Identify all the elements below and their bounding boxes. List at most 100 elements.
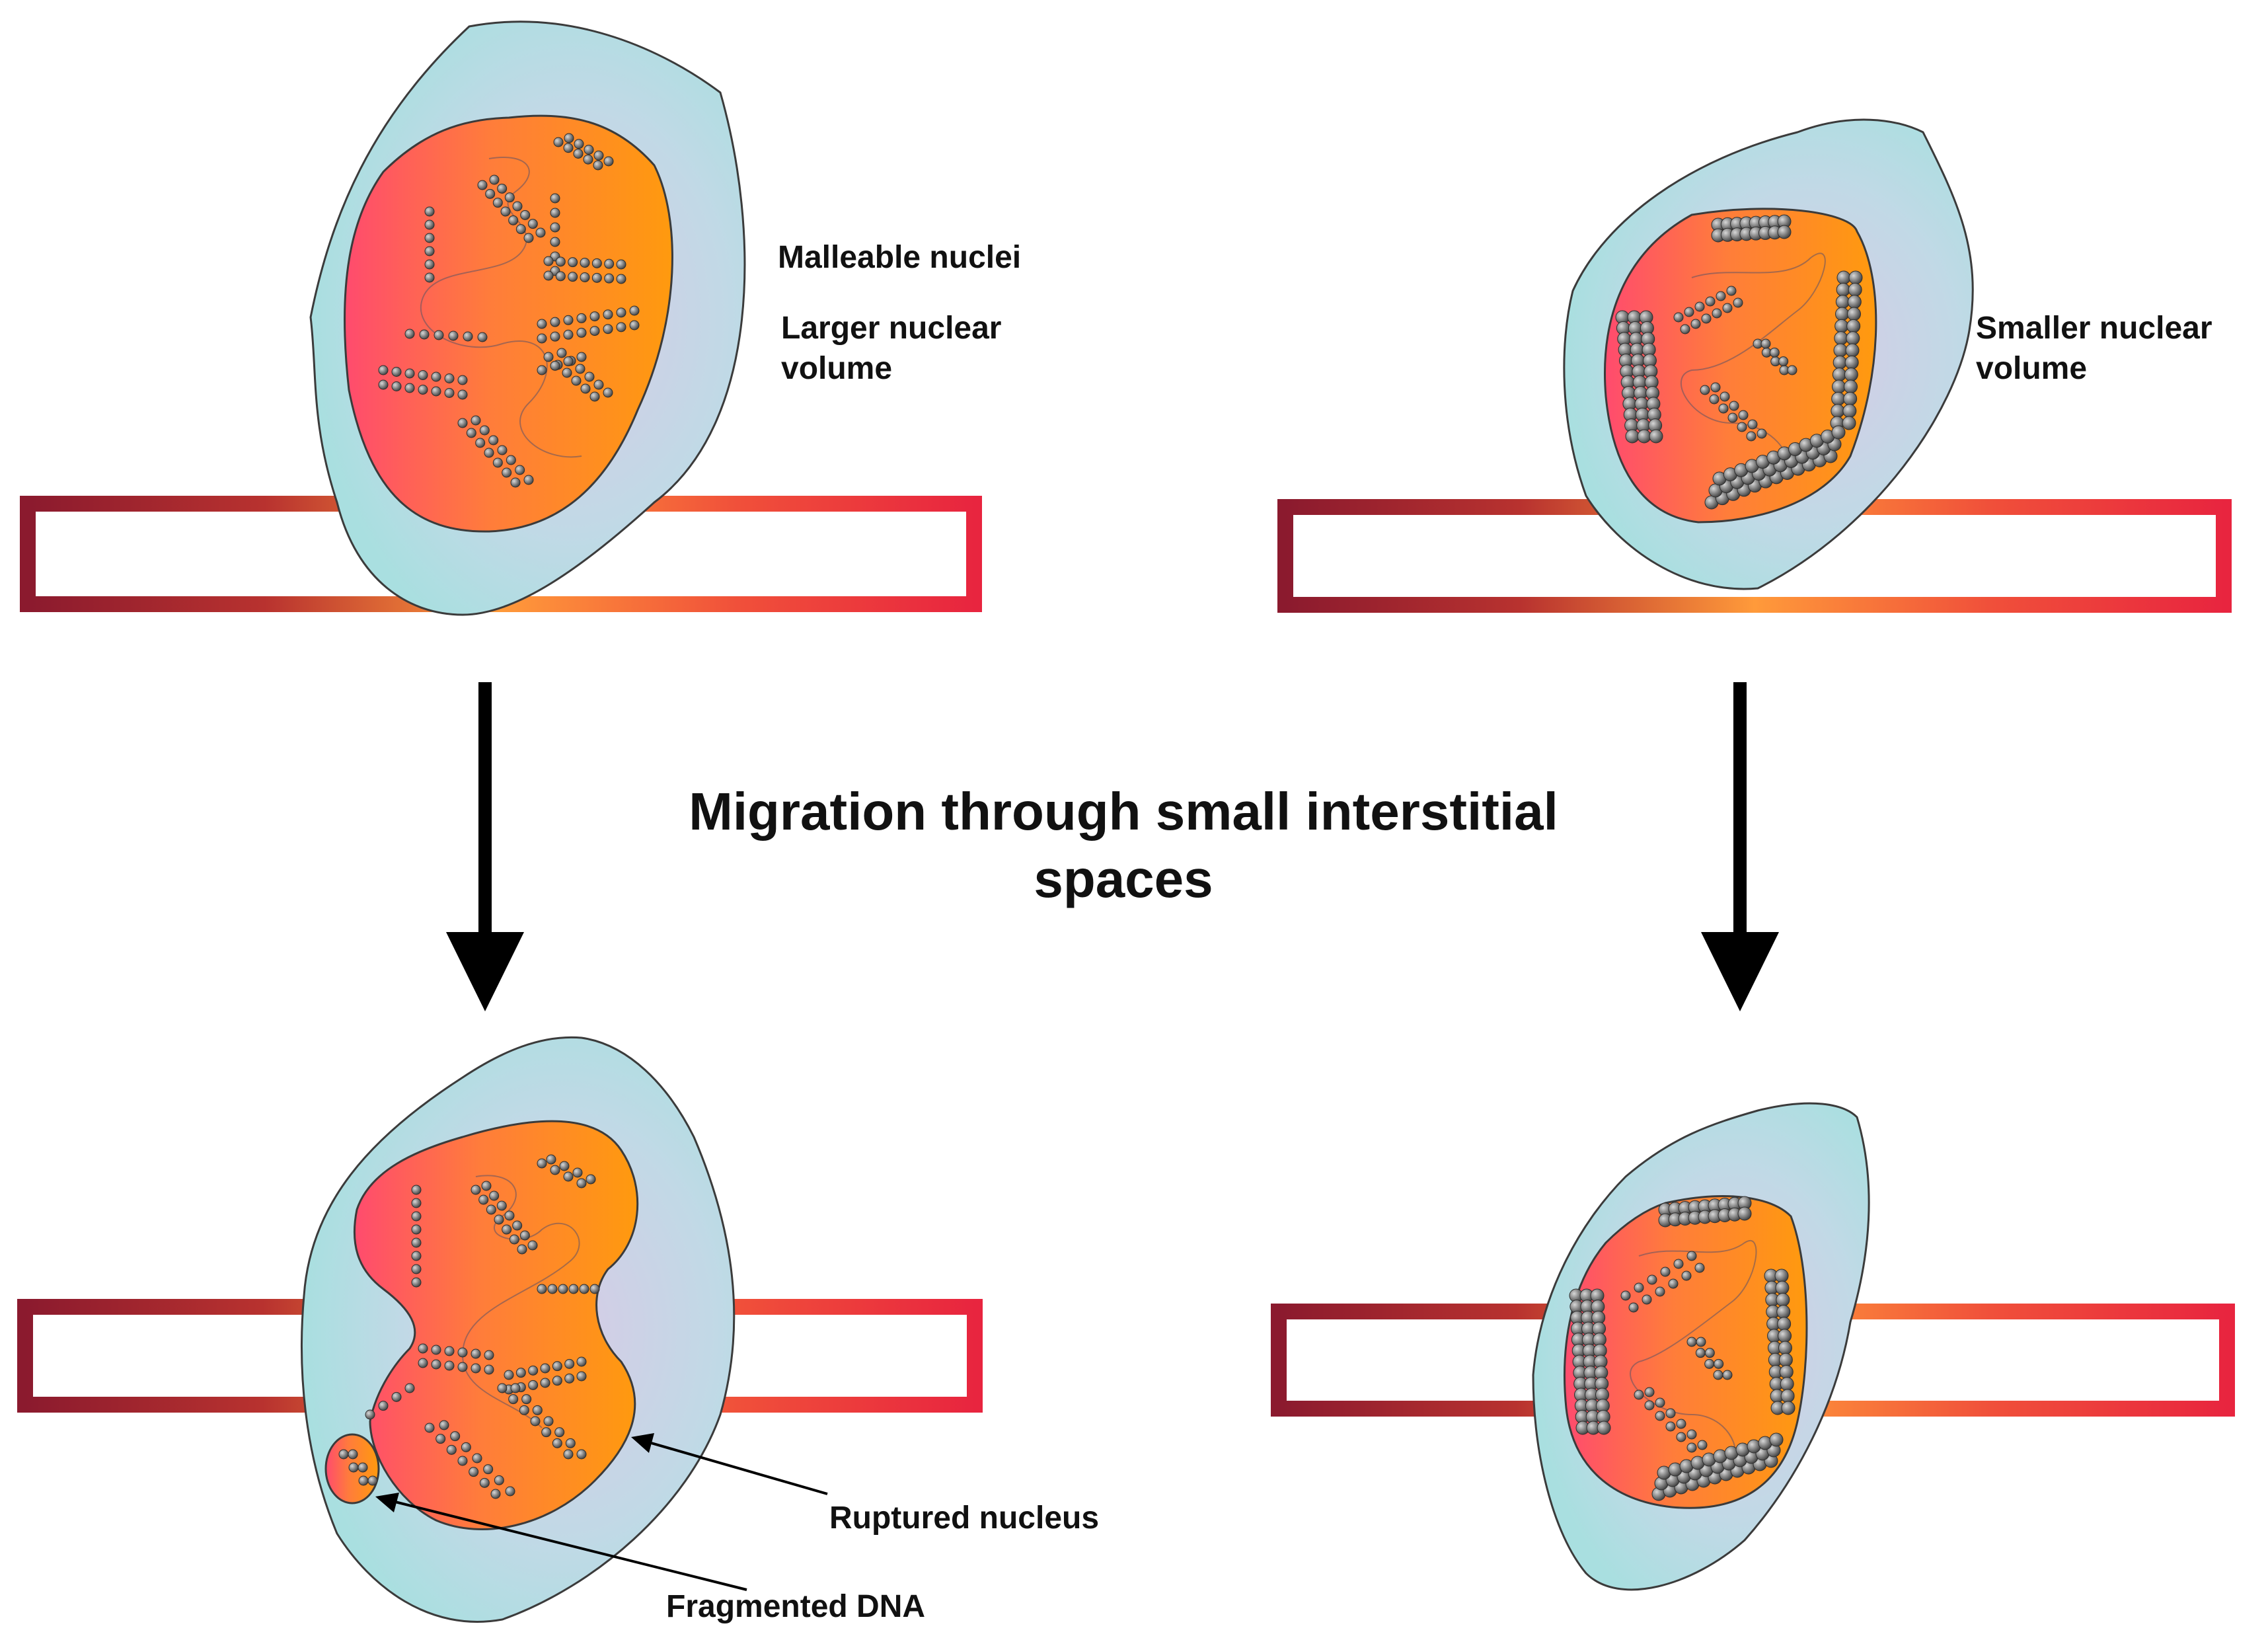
nucleus [344,114,673,533]
chromatin-bead [629,320,640,331]
chromatin-bead [1729,401,1739,411]
chromatin-bead [1832,379,1846,394]
chromatin-bead [391,367,402,377]
chromatin-bead [1722,303,1733,313]
chromatin-bead [1776,1305,1791,1319]
chromatin-bead [603,324,613,334]
chromatin-bead [484,1350,494,1360]
chromatin-bead [1778,1352,1793,1367]
chromatin-bead [1776,1292,1790,1307]
chromatin-bead [358,1475,369,1486]
chromatin-bead [562,368,572,378]
chromatin-bead [593,150,604,161]
chromatin-bead [550,360,560,371]
chromatin-bead [367,1475,378,1486]
chromatin-bead [1775,1280,1790,1295]
chromatin-bead [515,465,525,475]
chromatin-bead [424,259,435,270]
chromatin-bead [1835,295,1850,309]
chromatin-bead [411,1264,422,1274]
chromatin-bead [404,368,415,379]
chromatin-bead [1718,403,1729,414]
chromatin-bead [1835,307,1849,321]
chromatin-bead [1842,404,1857,418]
chromatin-bead [444,1360,455,1371]
chromatin-bead [431,1345,441,1355]
chromatin-bead [489,175,500,185]
small-nucleus-cell-before [1277,118,2232,613]
chromatin-bead [568,257,578,268]
chromatin-bead [537,319,547,329]
chromatin-bead [603,156,614,167]
chromatin-bead [1628,1302,1639,1313]
chromatin-bead [1716,291,1726,301]
chromatin-bead [431,371,441,382]
chromatin-bead [616,259,626,270]
label-smaller-volume-1: Smaller nuclear [1976,311,2212,346]
chromatin-bead [411,1237,422,1248]
chromatin-bead [556,348,567,358]
chromatin-bead [378,365,389,375]
chromatin-bead [593,379,604,390]
chromatin-bead [564,1358,575,1369]
chromatin-bead [479,1477,490,1488]
chromatin-bead [1848,270,1863,285]
chromatin-bead [589,391,600,402]
chromatin-bead [550,331,560,342]
chromatin-bead [521,1394,532,1405]
chromatin-bead [550,317,560,327]
chromatin-bead [1655,1286,1665,1297]
nucleus [1564,1195,1808,1509]
chromatin-bead [1634,1282,1644,1293]
chromatin-bead [589,326,600,336]
chromatin-bead [1695,1348,1706,1358]
chromatin-bead [603,387,613,398]
chromatin-bead [1722,1370,1733,1380]
chromatin-bead [546,1154,556,1165]
chromatin-bead [486,1204,496,1215]
chromatin-bead [502,467,512,478]
chromatin-bead [435,1434,446,1444]
chromatin-bead [520,210,531,220]
chromatin-bead [506,455,516,465]
chromatin-bead [1847,307,1861,321]
chromatin-bead [1713,1370,1723,1380]
chromatin-bead [528,1365,539,1376]
chromatin-bead [472,1453,482,1464]
chromatin-bead [543,1416,554,1426]
chromatin-bead [1686,1251,1697,1261]
chromatin-bead [616,322,626,332]
chromatin-bead [563,1449,574,1460]
chromatin-bead [572,1167,583,1178]
chromatin-bead [411,1251,422,1261]
chromatin-bead [348,1462,359,1473]
chromatin-bead [1833,343,1848,358]
chromatin-bead [563,143,574,153]
chromatin-bead [431,1359,441,1370]
chromatin-bead [580,383,591,394]
chromatin-bead [589,311,600,322]
chromatin-bead [1696,1337,1706,1347]
chromatin-bead [1655,1411,1665,1421]
chromatin-bead [496,1200,507,1211]
chromatin-bead [505,1486,515,1497]
chromatin-bead [591,272,602,283]
chromatin-bead [1694,301,1705,312]
chromatin-bead [439,1420,449,1430]
large-nucleus-cell-before [20,20,982,616]
chromatin-bead [1777,1317,1792,1331]
chromatin-bead [563,329,574,340]
chromatin-bead [457,389,468,400]
chromatin-bead [1660,1267,1671,1277]
chromatin-bead [543,352,554,362]
chromatin-bead [1644,1400,1655,1411]
chromatin-bead [510,1383,521,1393]
chromatin-bead [1709,394,1720,405]
chromatin-bead [1665,1408,1676,1419]
chromatin-bead [593,160,603,171]
chromatin-bead [543,270,554,281]
chromatin-bead [1712,308,1722,319]
chromatin-bead [550,222,560,233]
chromatin-bead [1649,429,1663,444]
